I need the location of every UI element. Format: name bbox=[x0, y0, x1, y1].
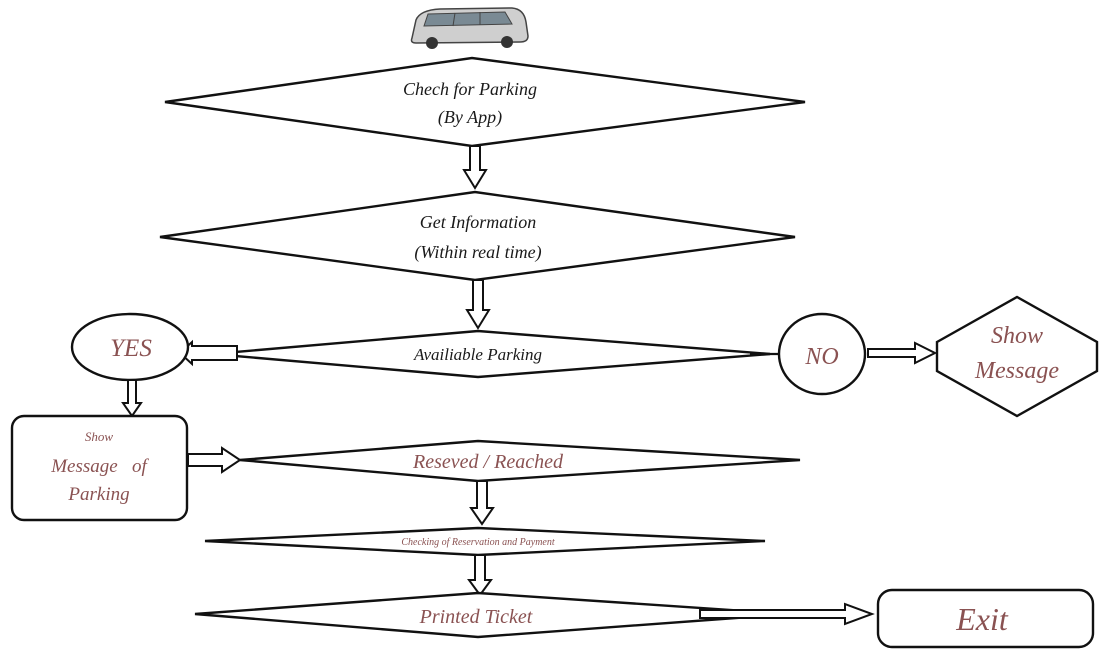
show-message-parking-line3: Parking bbox=[67, 484, 129, 505]
available-parking-label: Availiable Parking bbox=[413, 345, 542, 364]
check-parking-sublabel: (By App) bbox=[438, 107, 502, 128]
flow-arrow bbox=[467, 554, 493, 597]
check-parking-node: Chech for Parking (By App) bbox=[164, 56, 806, 148]
printed-ticket-node: Printed Ticket bbox=[194, 591, 791, 639]
checking-reservation-label: Checking of Reservation and Payment bbox=[401, 537, 555, 548]
show-message-label: Show bbox=[991, 323, 1043, 349]
flow-arrow bbox=[469, 480, 495, 526]
available-parking-node: Availiable Parking bbox=[211, 329, 771, 379]
exit-label: Exit bbox=[955, 601, 1009, 637]
printed-ticket-label: Printed Ticket bbox=[419, 606, 533, 628]
ticket-to-exit-arrow bbox=[699, 602, 875, 626]
car-icon bbox=[410, 7, 529, 49]
yes-label: YES bbox=[110, 335, 152, 362]
reserved-reached-node: Reseved / Reached bbox=[239, 439, 801, 483]
no-node: NO bbox=[777, 312, 867, 396]
show-message-node: Show Message bbox=[935, 295, 1099, 418]
show-message-sublabel: Message bbox=[974, 358, 1059, 384]
show-message-parking-line2: Message of bbox=[50, 456, 149, 477]
no-label: NO bbox=[804, 344, 838, 370]
get-information-node: Get Information (Within real time) bbox=[159, 190, 796, 282]
reserved-reached-label: Reseved / Reached bbox=[412, 451, 564, 473]
checking-reservation-node: Checking of Reservation and Payment bbox=[204, 526, 766, 557]
show-message-parking-line1: Show bbox=[85, 429, 114, 444]
yes-to-message-arrow bbox=[121, 379, 143, 418]
flow-arrow bbox=[465, 279, 491, 330]
check-parking-label: Chech for Parking bbox=[403, 79, 537, 99]
get-information-sublabel: (Within real time) bbox=[414, 242, 541, 263]
yes-node: YES bbox=[70, 312, 190, 382]
exit-node: Exit bbox=[876, 588, 1095, 649]
flow-arrow bbox=[462, 145, 488, 190]
get-information-label: Get Information bbox=[420, 212, 537, 232]
no-to-message-arrow bbox=[867, 341, 938, 365]
show-message-parking-node: Show Message of Parking bbox=[10, 414, 189, 522]
message-to-reserved-arrow bbox=[187, 446, 242, 474]
